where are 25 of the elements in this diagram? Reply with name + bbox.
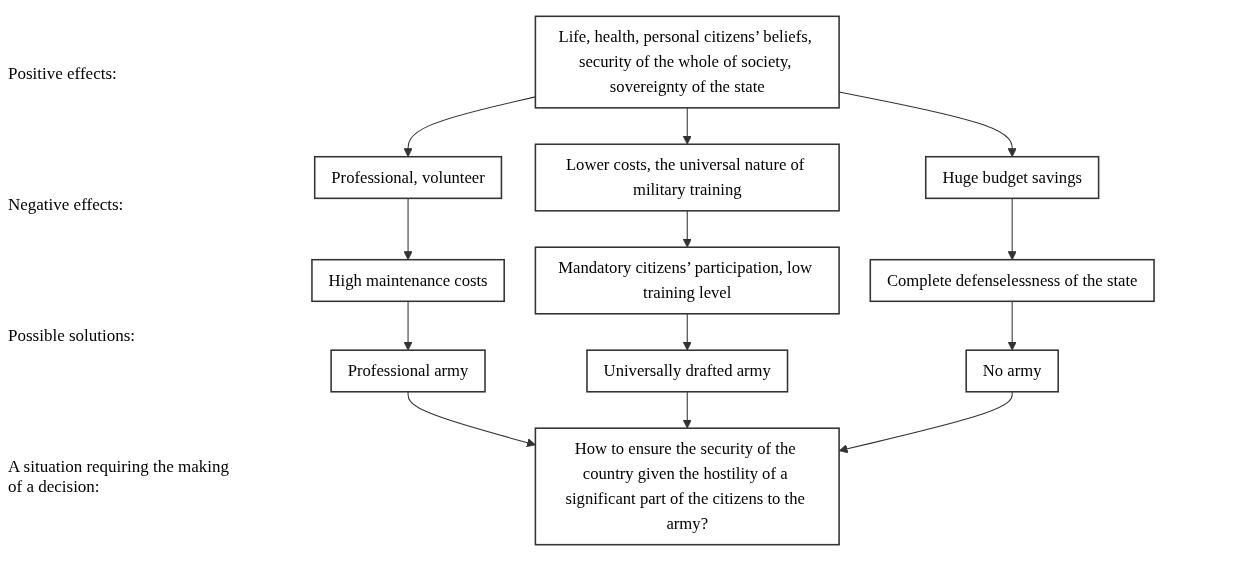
row-heading: Positive effects: (8, 63, 118, 84)
arrow (407, 391, 536, 448)
node-box: No army (965, 349, 1059, 393)
arrow (682, 107, 692, 145)
arrow (403, 197, 413, 261)
arrow (403, 96, 536, 158)
node-box: Universally drafted army (586, 349, 789, 393)
arrow (682, 313, 692, 351)
node-box: Life, health, personal citizens’ beliefs, security of the whole of society, sovereignty of the state (534, 15, 840, 109)
node-box: Professional army (330, 349, 486, 393)
arrow (403, 300, 413, 351)
node-box: Mandatory citizens’ participation, low training level (534, 246, 840, 315)
arrow (682, 210, 692, 248)
arrow (682, 391, 692, 429)
node-box: Lower costs, the universal nature of military training (534, 143, 840, 212)
node-box: Professional, volunteer (313, 155, 503, 200)
arrow (1007, 300, 1017, 351)
row-heading: A situation requiring the making of a decision: (8, 457, 230, 498)
node-box: How to ensure the security of the country given the hostility of a significant part of the citizens to the army? (534, 427, 840, 546)
node-box: High maintenance costs (311, 258, 505, 303)
node-box: Huge budget savings (924, 155, 1100, 200)
arrow (1007, 197, 1017, 261)
node-box: Complete defenselessness of the state (869, 258, 1155, 303)
row-heading: Negative effects: (8, 194, 125, 215)
row-heading: Possible solutions: (8, 326, 137, 347)
